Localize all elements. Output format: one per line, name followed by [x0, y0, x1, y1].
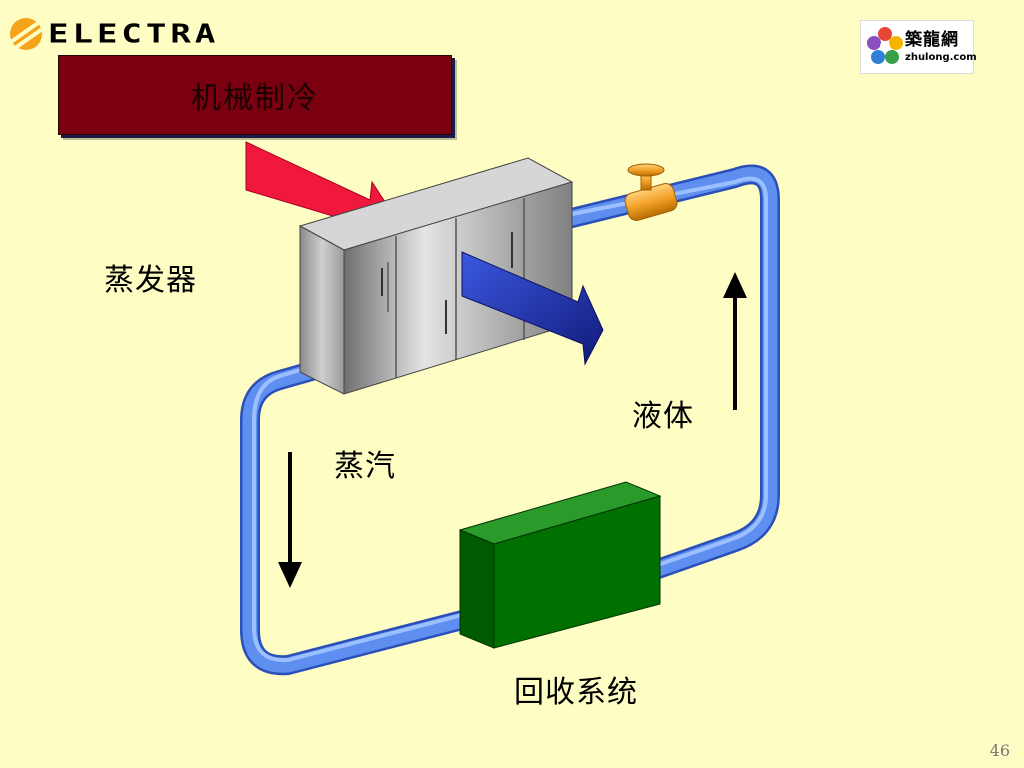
brand-name-cn: 築龍網 [905, 30, 959, 50]
liquid-flow-arrow [723, 272, 747, 410]
vapor-label: 蒸汽 [334, 449, 396, 484]
expansion-valve [624, 163, 678, 221]
flower-icon [867, 27, 903, 64]
refrigerant-pipe [240, 164, 780, 676]
brand-url: zhulong.com [905, 52, 977, 63]
cold-out-arrow [461, 251, 604, 366]
zhulong-logo: 築龍網 zhulong.com [860, 20, 977, 74]
title-box: 机械制冷 [58, 55, 452, 135]
vapor-flow-arrow [278, 452, 302, 588]
evaporator-label: 蒸发器 [104, 263, 197, 298]
electra-logo-text: ELECTRA [48, 19, 220, 49]
liquid-label: 液体 [632, 399, 694, 434]
electra-logo-mark [10, 18, 42, 50]
recovery-system-label: 回收系统 [514, 675, 638, 710]
evaporator-unit [298, 157, 574, 395]
page-title: 机械制冷 [191, 81, 319, 116]
page-number: 46 [989, 741, 1010, 760]
recovery-unit [458, 481, 662, 649]
electra-logo: ELECTRA [10, 14, 219, 54]
